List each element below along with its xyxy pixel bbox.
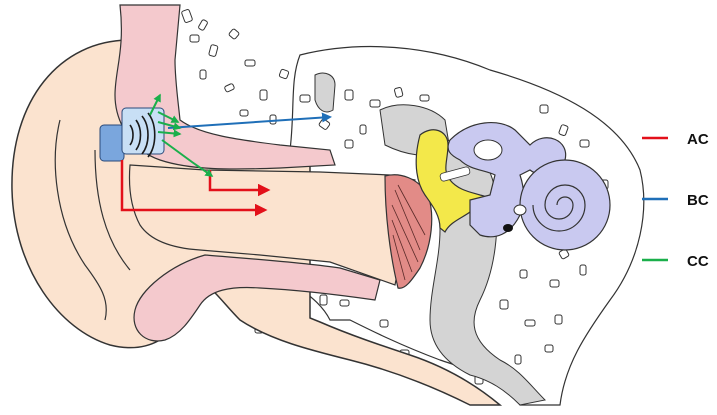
legend-item-cc: CC	[642, 253, 709, 270]
legend-item-ac: AC	[642, 131, 709, 148]
legend-label-ac: AC	[687, 131, 709, 148]
legend: AC BC CC	[642, 131, 709, 270]
legend-item-bc: BC	[642, 192, 709, 209]
legend-label-bc: BC	[687, 192, 709, 209]
legend-label-cc: CC	[687, 253, 709, 270]
